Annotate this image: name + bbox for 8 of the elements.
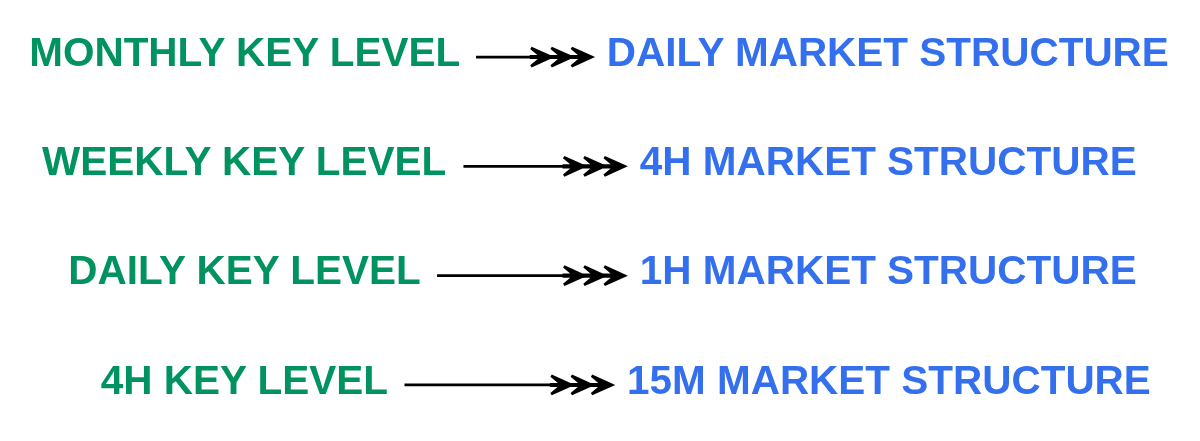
node-text: 1H MARKET STRUCTURE <box>639 246 1137 293</box>
node-text: 4H MARKET STRUCTURE <box>639 137 1137 184</box>
node-text: MONTHLY KEY LEVEL <box>29 28 461 75</box>
node-text: 4H KEY LEVEL <box>100 356 388 403</box>
node-text: DAILY KEY LEVEL <box>68 246 421 293</box>
node-text: WEEKLY KEY LEVEL <box>42 137 447 184</box>
node-text: DAILY MARKET STRUCTURE <box>606 28 1169 75</box>
node-text: 15M MARKET STRUCTURE <box>626 356 1151 403</box>
